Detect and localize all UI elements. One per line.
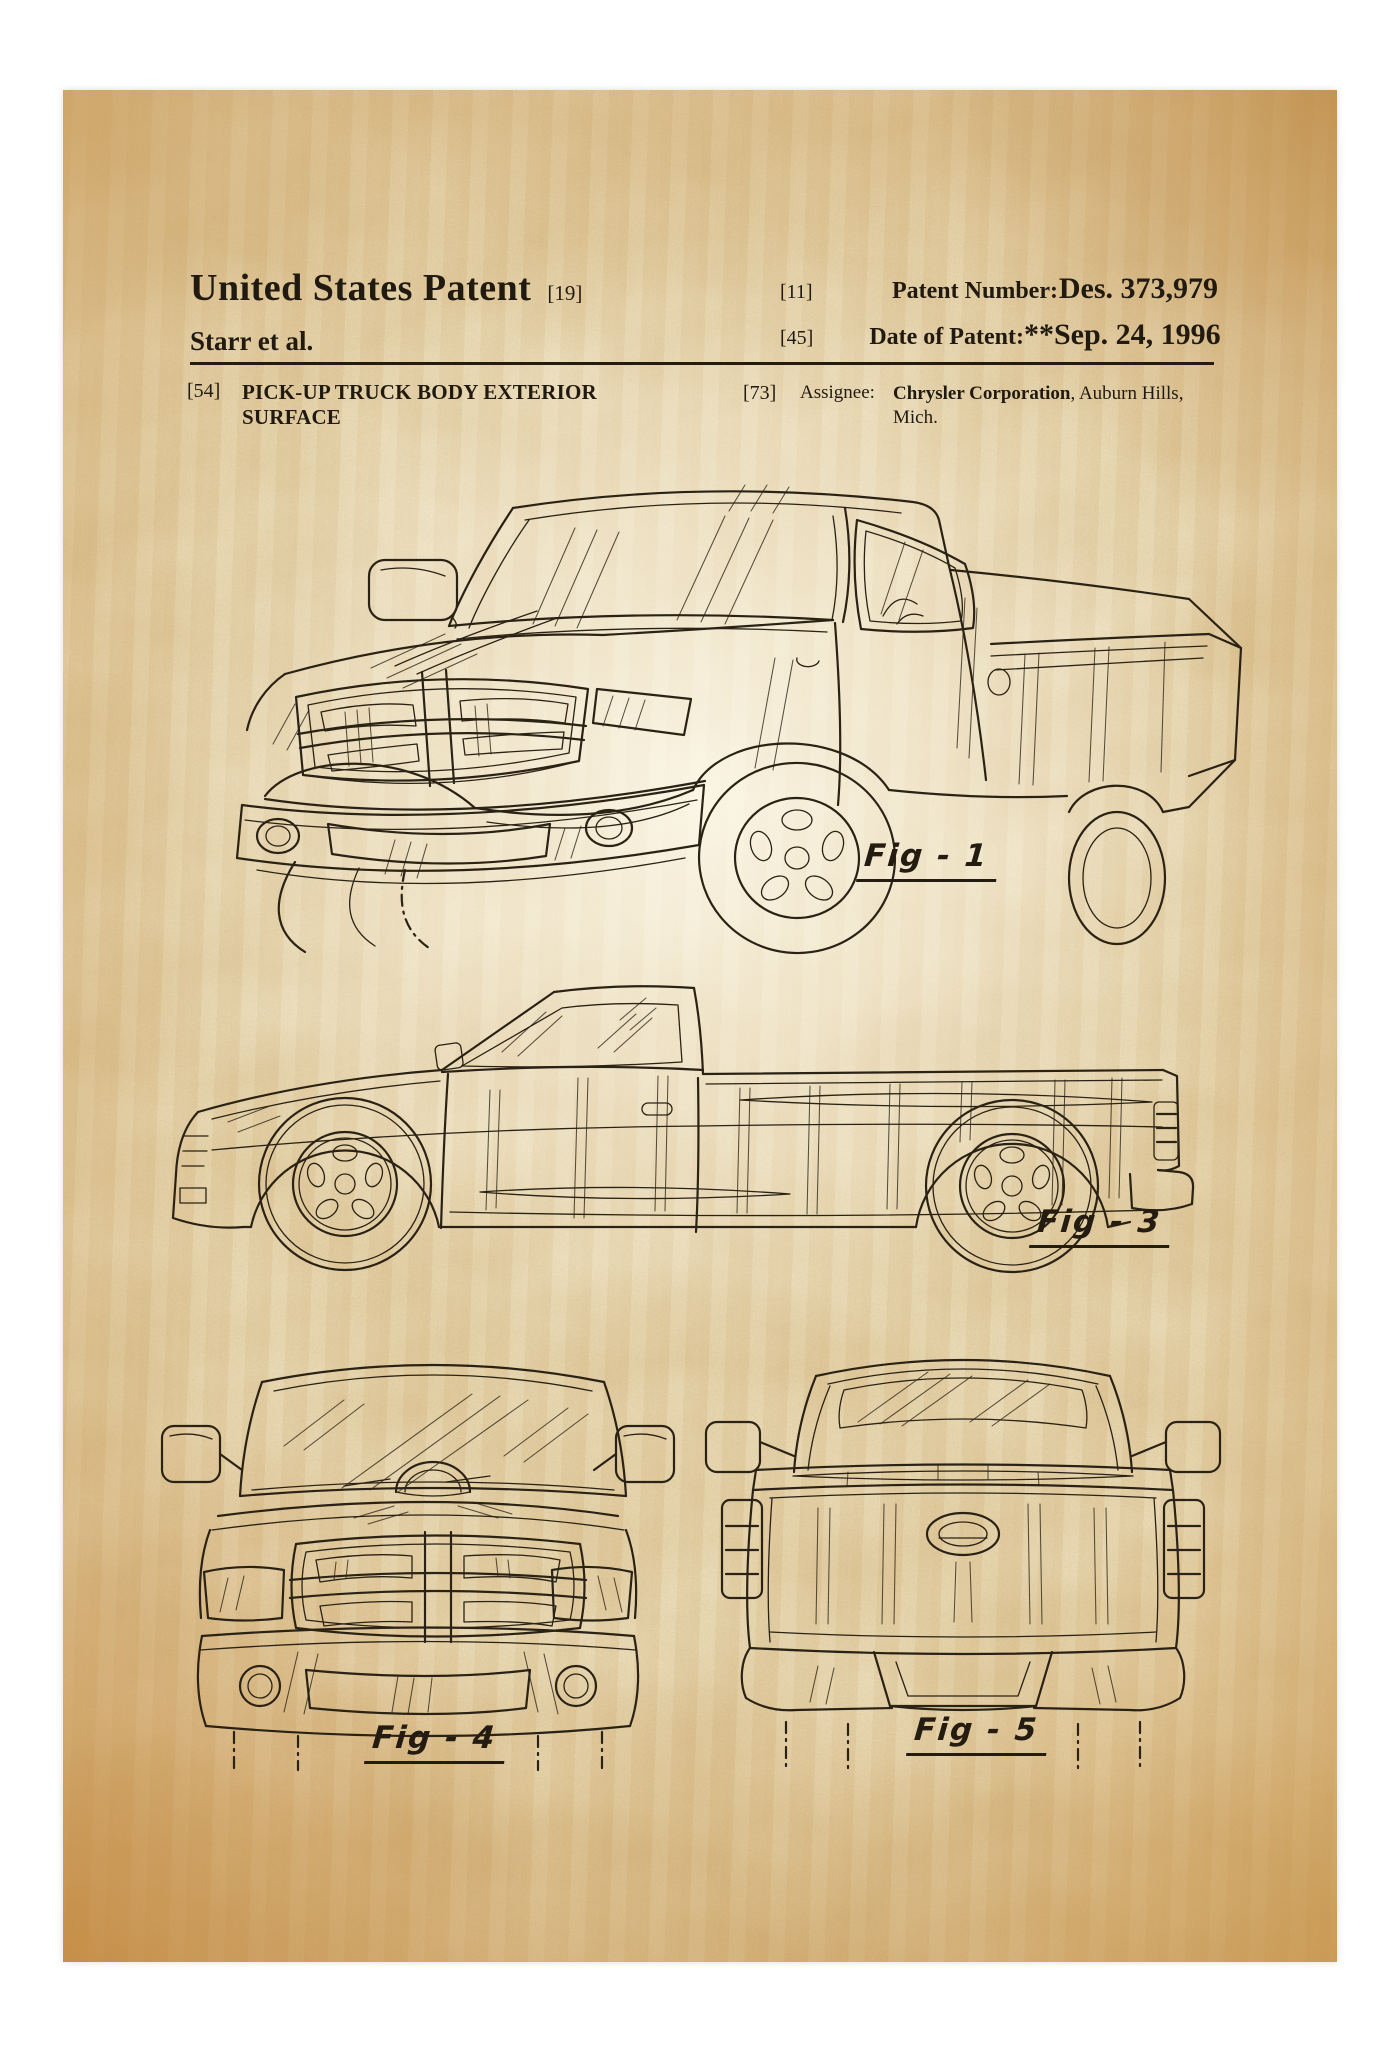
- figure-5-label: Fig - 5: [906, 1712, 1050, 1756]
- fig5-truck-rear-drawing: [704, 1358, 1222, 1772]
- patent-date-label: Date of Patent:: [869, 324, 1024, 350]
- header-divider: [190, 362, 1214, 365]
- patent-date-value: **Sep. 24, 1996: [1023, 318, 1221, 351]
- patent-number-value: Des. 373,979: [1058, 272, 1218, 305]
- patent-number-row: [11] Patent Number: Des. 373,979: [718, 272, 1218, 318]
- figure-1: [145, 458, 1245, 958]
- fig4-truck-front-drawing: [160, 1363, 676, 1772]
- figure-1-label: Fig - 1: [856, 838, 1000, 882]
- header-right-column: [11] Patent Number: Des. 373,979 [45] Da…: [718, 272, 1221, 364]
- assignee-name: Chrysler Corporation: [893, 383, 1071, 404]
- figure-3: [150, 960, 1195, 1290]
- figure-5: [698, 1330, 1228, 1772]
- assignee-section: [73] Assignee: Chrysler Corporation, Aub…: [743, 382, 1223, 430]
- field-code: [73]: [743, 382, 777, 404]
- fig1-truck-perspective-drawing: [235, 484, 1243, 955]
- fig3-truck-side-drawing: [171, 985, 1195, 1274]
- inventor-line: Starr et al.: [190, 326, 314, 356]
- patent-title-text: United States Patent: [190, 267, 532, 309]
- field-code: [54]: [187, 380, 221, 402]
- patent-date-row: [45] Date of Patent: **Sep. 24, 1996: [718, 318, 1221, 364]
- field-code: [11]: [780, 281, 813, 303]
- field-code: [45]: [780, 327, 814, 349]
- figure-4-label: Fig - 4: [364, 1720, 508, 1764]
- assignee-location: , Auburn Hills,: [1070, 383, 1184, 404]
- figure-3-label: Fig - 3: [1029, 1204, 1173, 1248]
- patent-title: United States Patent [19]: [190, 266, 582, 310]
- assignee-line2: Mich.: [893, 406, 938, 428]
- assignee-label: Assignee:: [800, 382, 875, 403]
- invention-title-section: [54] PICK-UP TRUCK BODY EXTERIOR SURFACE: [187, 380, 597, 430]
- assignee-value: Chrysler Corporation, Auburn Hills, Mich…: [893, 382, 1223, 430]
- title-kind-code: [19]: [547, 281, 583, 305]
- parchment-sheet: United States Patent [19] Starr et al. [1…: [63, 90, 1337, 1962]
- invention-title: PICK-UP TRUCK BODY EXTERIOR SURFACE: [242, 380, 597, 430]
- figure-4: [148, 1330, 688, 1772]
- patent-number-label: Patent Number:: [892, 278, 1058, 304]
